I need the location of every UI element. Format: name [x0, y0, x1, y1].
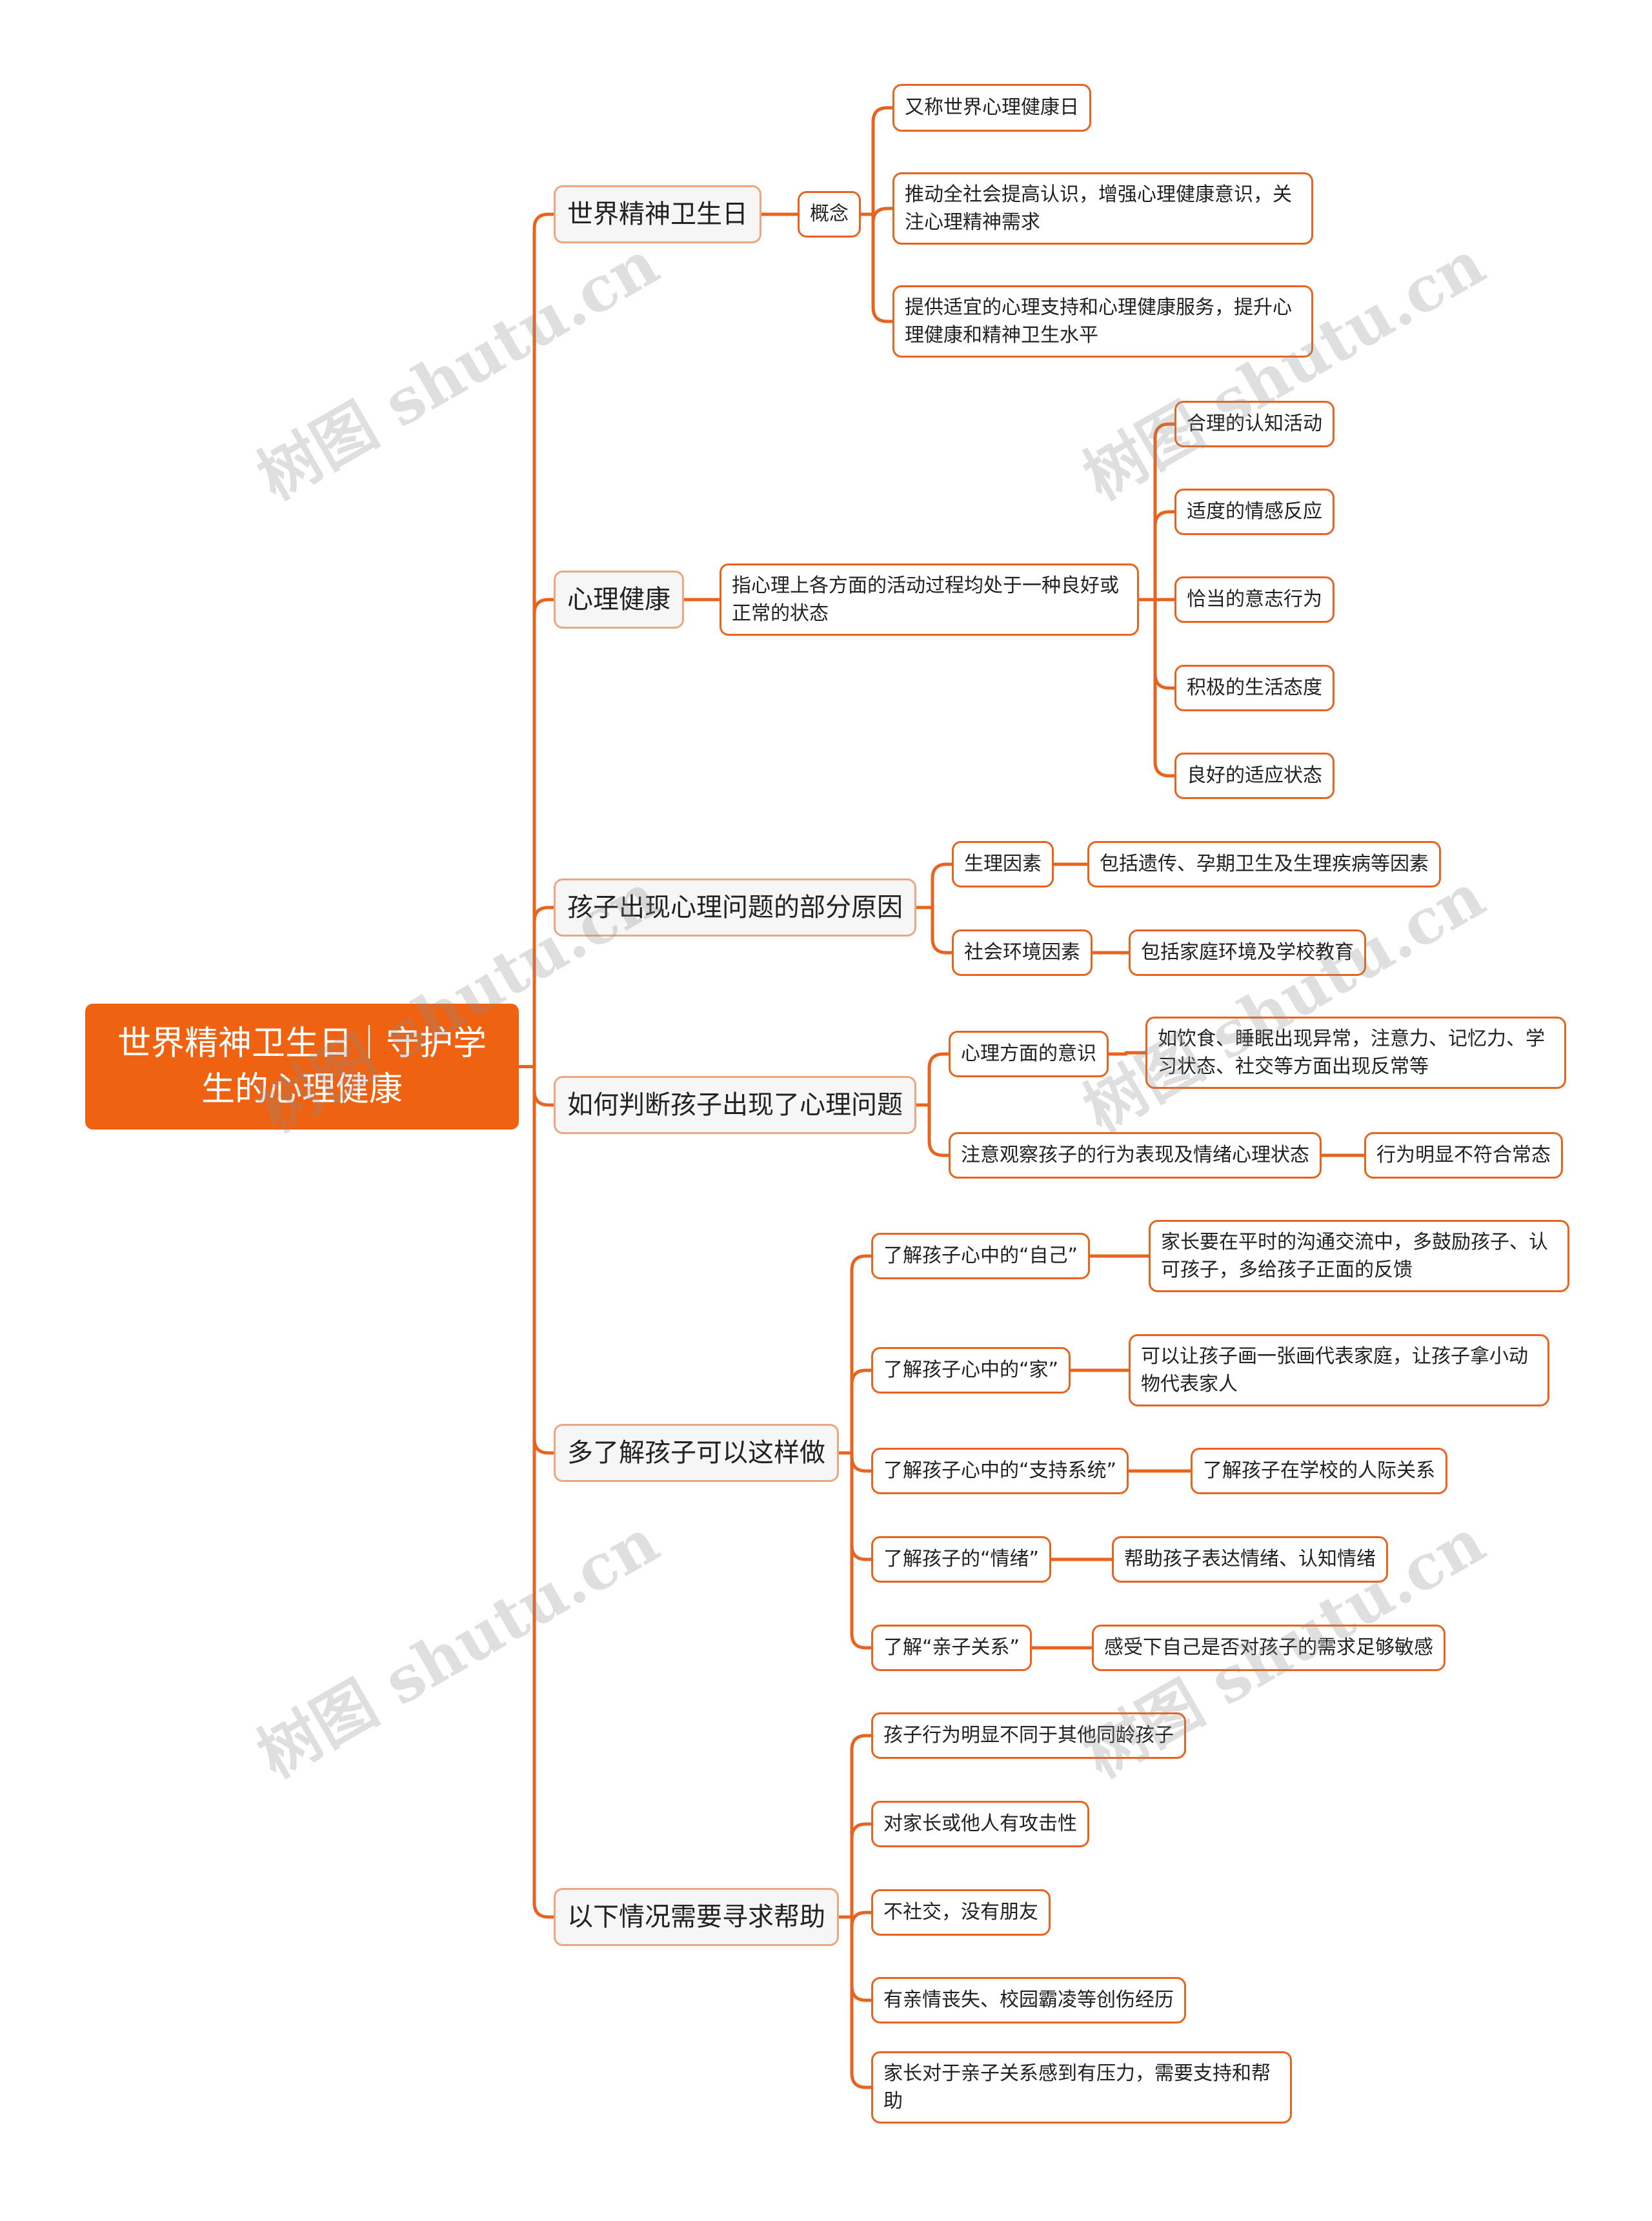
node-text: 有亲情丧失、校园霸凌等创伤经历	[883, 1989, 1174, 2012]
root-topic[interactable]: 世界精神卫生日｜守护学生的心理健康	[85, 1004, 519, 1130]
node-text: 了解孩子的“情绪”	[883, 1548, 1040, 1571]
node-text: 了解“亲子关系”	[883, 1636, 1020, 1659]
health-item[interactable]: 良好的适应状态	[1174, 753, 1335, 799]
node-text: 又称世界心理健康日	[905, 96, 1079, 119]
know-item[interactable]: 了解孩子心中的“自己”	[871, 1233, 1091, 1279]
health-item[interactable]: 恰当的意志行为	[1174, 576, 1335, 623]
cause-item[interactable]: 社会环境因素	[952, 929, 1093, 976]
node-text: 心理方面的意识	[961, 1042, 1096, 1066]
concept-node[interactable]: 概念	[798, 191, 861, 238]
help-item[interactable]: 有亲情丧失、校园霸凌等创伤经历	[871, 1977, 1186, 2023]
node-text: 行为明显不符合常态	[1376, 1144, 1551, 1167]
node-text: 如饮食、睡眠出现异常，注意力、记忆力、学习状态、社交等方面出现反常等	[1158, 1027, 1545, 1079]
know-item[interactable]: 了解孩子的“情绪”	[871, 1536, 1052, 1583]
connector	[914, 1052, 951, 1157]
node-text: 社会环境因素	[964, 941, 1080, 964]
know-item[interactable]: 了解“亲子关系”	[871, 1625, 1032, 1671]
health-item[interactable]: 积极的生活态度	[1174, 665, 1335, 711]
branch-mental-health[interactable]: 心理健康	[554, 571, 684, 629]
help-item[interactable]: 家长对于亲子关系感到有压力，需要支持和帮助	[871, 2051, 1292, 2124]
connector	[859, 106, 894, 323]
branch-seek-help[interactable]: 以下情况需要寻求帮助	[554, 1888, 839, 1946]
connector	[914, 862, 954, 955]
node-text: 良好的适应状态	[1187, 764, 1322, 787]
node-text: 提供适宜的心理支持和心理健康服务，提升心理健康和精神卫生水平	[905, 296, 1292, 347]
branch-label: 心理健康	[567, 585, 670, 614]
branch-world-mental-health-day[interactable]: 世界精神卫生日	[554, 185, 761, 243]
know-detail[interactable]: 帮助孩子表达情绪、认知情绪	[1112, 1536, 1388, 1583]
concept-item[interactable]: 提供适宜的心理支持和心理健康服务，提升心理健康和精神卫生水平	[892, 285, 1313, 358]
help-item[interactable]: 孩子行为明显不同于其他同龄孩子	[871, 1712, 1186, 1759]
node-text: 了解孩子心中的“自己”	[883, 1244, 1078, 1268]
know-item[interactable]: 了解孩子心中的“支持系统”	[871, 1448, 1129, 1494]
node-text: 对家长或他人有攻击性	[883, 1812, 1077, 1836]
node-text: 生理因素	[964, 853, 1042, 876]
connector	[1107, 1051, 1147, 1056]
know-detail[interactable]: 家长要在平时的沟通交流中，多鼓励孩子、认可孩子，多给孩子正面的反馈	[1149, 1220, 1569, 1292]
node-text: 感受下自己是否对孩子的需求足够敏感	[1104, 1636, 1433, 1659]
health-item[interactable]: 适度的情感反应	[1174, 489, 1335, 535]
node-text: 积极的生活态度	[1187, 676, 1322, 700]
health-item[interactable]: 合理的认知活动	[1174, 401, 1335, 447]
node-text: 推动全社会提高认识，增强心理健康意识，关注心理精神需求	[905, 183, 1292, 234]
branch-how-to-judge[interactable]: 如何判断孩子出现了心理问题	[554, 1076, 916, 1134]
branch-label: 多了解孩子可以这样做	[567, 1438, 825, 1468]
know-detail[interactable]: 可以让孩子画一张画代表家庭，让孩子拿小动物代表家人	[1129, 1334, 1549, 1406]
node-text: 孩子行为明显不同于其他同龄孩子	[883, 1724, 1174, 1747]
node-text: 适度的情感反应	[1187, 500, 1322, 523]
node-text: 恰当的意志行为	[1187, 588, 1322, 611]
branch-know-child[interactable]: 多了解孩子可以这样做	[554, 1424, 839, 1482]
node-text: 可以让孩子画一张画代表家庭，让孩子拿小动物代表家人	[1141, 1344, 1528, 1396]
cause-detail[interactable]: 包括家庭环境及学校教育	[1129, 929, 1366, 976]
cause-detail[interactable]: 包括遗传、孕期卫生及生理疾病等因素	[1087, 841, 1441, 887]
node-text: 了解孩子在学校的人际关系	[1203, 1459, 1435, 1483]
branch-label: 世界精神卫生日	[567, 199, 748, 229]
judge-detail[interactable]: 行为明显不符合常态	[1364, 1132, 1563, 1179]
node-text: 指心理上各方面的活动过程均处于一种良好或正常的状态	[732, 574, 1119, 625]
node-text: 了解孩子心中的“支持系统”	[883, 1459, 1117, 1483]
node-text: 不社交，没有朋友	[883, 1901, 1038, 1924]
branch-causes[interactable]: 孩子出现心理问题的部分原因	[554, 878, 916, 937]
judge-detail[interactable]: 如饮食、睡眠出现异常，注意力、记忆力、学习状态、社交等方面出现反常等	[1145, 1017, 1566, 1089]
node-text: 注意观察孩子的行为表现及情绪心理状态	[961, 1144, 1309, 1167]
branch-label: 如何判断孩子出现了心理问题	[567, 1090, 903, 1120]
connector	[837, 1734, 873, 2089]
node-text: 家长要在平时的沟通交流中，多鼓励孩子、认可孩子，多给孩子正面的反馈	[1161, 1230, 1548, 1282]
root-title: 世界精神卫生日｜守护学生的心理健康	[117, 1024, 487, 1109]
connector	[1137, 422, 1176, 778]
branch-label: 孩子出现心理问题的部分原因	[567, 893, 903, 922]
concept-item[interactable]: 推动全社会提高认识，增强心理健康意识，关注心理精神需求	[892, 172, 1313, 245]
connector	[837, 1254, 873, 1650]
node-text: 包括遗传、孕期卫生及生理疾病等因素	[1100, 853, 1429, 876]
cause-item[interactable]: 生理因素	[952, 841, 1054, 887]
node-text: 包括家庭环境及学校教育	[1141, 941, 1354, 964]
node-text: 合理的认知活动	[1187, 412, 1322, 436]
node-text: 帮助孩子表达情绪、认知情绪	[1124, 1548, 1376, 1571]
know-item[interactable]: 了解孩子心中的“家”	[871, 1347, 1071, 1394]
know-detail[interactable]: 了解孩子在学校的人际关系	[1191, 1448, 1447, 1494]
judge-item[interactable]: 心理方面的意识	[949, 1031, 1109, 1077]
judge-item[interactable]: 注意观察孩子的行为表现及情绪心理状态	[949, 1132, 1322, 1179]
concept-item[interactable]: 又称世界心理健康日	[892, 84, 1091, 132]
help-item[interactable]: 对家长或他人有攻击性	[871, 1801, 1089, 1847]
branch-label: 以下情况需要寻求帮助	[567, 1902, 825, 1932]
connector	[517, 212, 556, 1919]
node-text: 家长对于亲子关系感到有压力，需要支持和帮助	[883, 2062, 1271, 2113]
node-text: 概念	[810, 203, 849, 226]
help-item[interactable]: 不社交，没有朋友	[871, 1889, 1051, 1936]
know-detail[interactable]: 感受下自己是否对孩子的需求足够敏感	[1092, 1625, 1446, 1671]
node-text: 了解孩子心中的“家”	[883, 1359, 1059, 1382]
health-definition[interactable]: 指心理上各方面的活动过程均处于一种良好或正常的状态	[720, 563, 1139, 636]
